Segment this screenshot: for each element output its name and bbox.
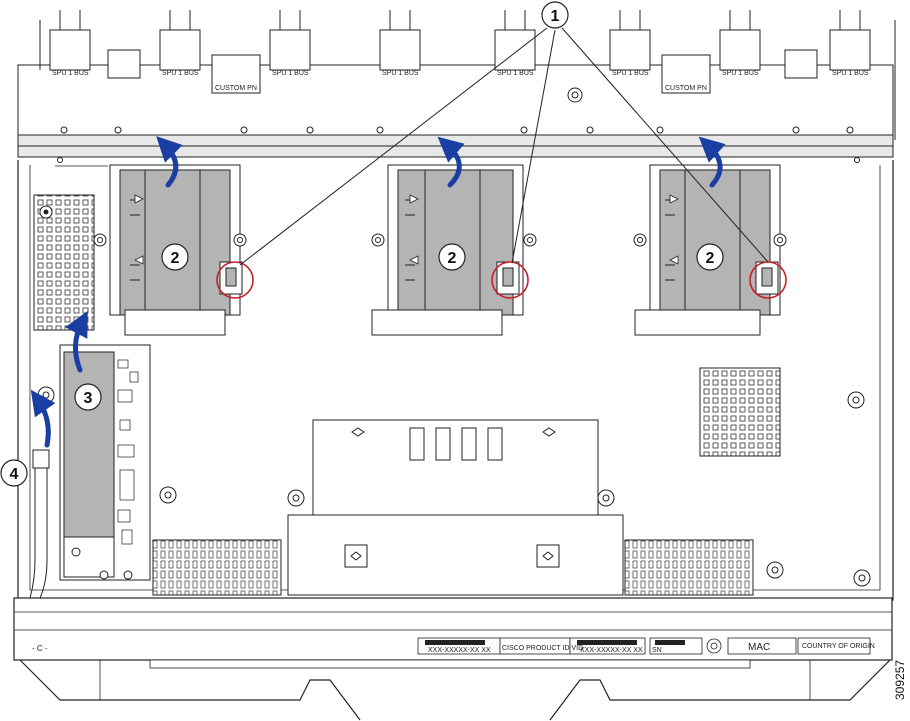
callout-2-middle: 2 <box>438 243 466 271</box>
bezel-labels <box>417 637 871 655</box>
module-direction-glyphs <box>134 194 679 265</box>
top-connectors <box>49 10 871 94</box>
center-heatsink <box>287 419 624 596</box>
barcode-label-2: XXX-XXXXX-XX XX <box>580 647 643 654</box>
latch-highlight-left <box>216 261 254 299</box>
svg-text:SPU 1 BUS: SPU 1 BUS <box>162 70 199 77</box>
sn-label: SN <box>652 647 662 654</box>
arrow-module-left <box>156 136 183 188</box>
arrow-cable <box>30 389 56 448</box>
mac-label: MAC <box>748 642 770 653</box>
latch-highlight-middle <box>491 261 529 299</box>
vertical-card <box>59 344 151 581</box>
arrow-card <box>65 310 88 373</box>
country-of-origin-label: COUNTRY OF ORIGIN <box>802 643 875 650</box>
svg-text:SPU 1 BUS: SPU 1 BUS <box>497 70 534 77</box>
cisco-product-label: CISCO PRODUCT ID VID <box>502 645 583 652</box>
left-cable <box>29 449 50 599</box>
dimm-bank-right <box>624 539 754 596</box>
svg-text:SPU 1 BUS: SPU 1 BUS <box>52 70 89 77</box>
callout-1-leaders <box>239 27 769 266</box>
svg-text:SPU 1 BUS: SPU 1 BUS <box>832 70 869 77</box>
chassis-id-label: - C - <box>32 644 48 653</box>
connector-labels: SPU 1 BUS SPU 1 BUS SPU 1 BUS SPU 1 BUS … <box>52 70 869 77</box>
top-connector-strip: SPU 1 BUS SPU 1 BUS SPU 1 BUS SPU 1 BUS … <box>17 10 896 158</box>
custom-label-left: CUSTOM PN <box>215 85 257 92</box>
rotation-arrows <box>30 136 726 448</box>
svg-text:SPU 1 BUS: SPU 1 BUS <box>722 70 759 77</box>
svg-text:2: 2 <box>706 250 715 267</box>
svg-text:SPU 1 BUS: SPU 1 BUS <box>612 70 649 77</box>
svg-text:3: 3 <box>84 390 93 407</box>
svg-text:1: 1 <box>551 8 560 25</box>
svg-text:2: 2 <box>171 250 180 267</box>
svg-text:4: 4 <box>10 466 19 483</box>
callout-2-right: 2 <box>696 243 724 271</box>
module-left <box>93 164 247 336</box>
callout-3: 3 <box>74 383 102 411</box>
module-right <box>633 164 787 336</box>
svg-text:2: 2 <box>448 250 457 267</box>
barcode-label-1: XXX-XXXXX-XX XX <box>428 647 491 654</box>
svg-text:SPU 1 BUS: SPU 1 BUS <box>382 70 419 77</box>
front-bezel <box>13 597 893 721</box>
right-perforated-panel <box>699 367 781 457</box>
strip-screws <box>60 87 854 134</box>
figure-id: 309257 <box>893 660 907 700</box>
callout-1: 1 <box>541 1 569 29</box>
callout-4: 4 <box>0 459 28 487</box>
custom-label-right: CUSTOM PN <box>665 85 707 92</box>
callout-2-left: 2 <box>161 243 189 271</box>
dimm-bank-left <box>152 539 282 596</box>
left-perforated-panel <box>33 194 95 331</box>
svg-text:SPU 1 BUS: SPU 1 BUS <box>272 70 309 77</box>
arrow-module-right <box>698 136 726 188</box>
arrow-module-middle <box>437 136 465 188</box>
